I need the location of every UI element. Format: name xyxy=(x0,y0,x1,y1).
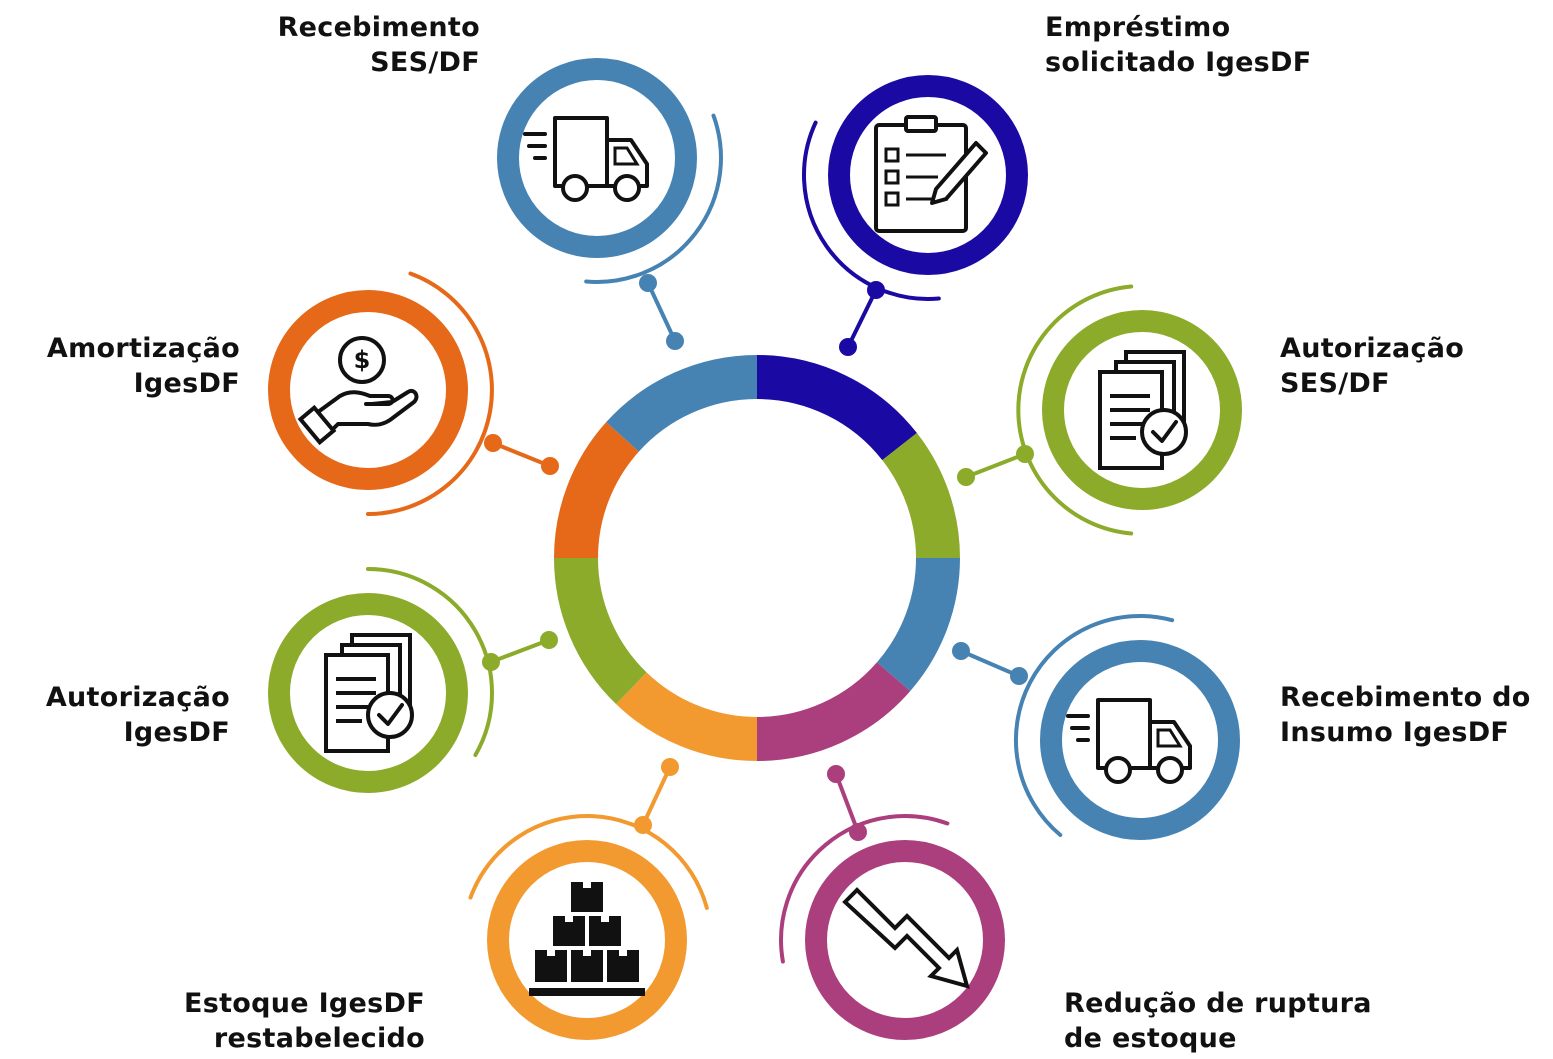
step-label-line2: IgesDF xyxy=(123,717,230,748)
ring-segment xyxy=(876,557,960,692)
step-label-line2: restabelecido xyxy=(213,1023,425,1054)
step-outer-arc xyxy=(366,271,494,516)
step-label-line2: SES/DF xyxy=(370,47,480,78)
connector-line xyxy=(834,773,860,833)
connector-dot xyxy=(839,338,857,356)
step-label-line2: solicitado IgesDF xyxy=(1045,47,1312,78)
step-label-line1: Amortização xyxy=(46,333,240,364)
step-label-line2: SES/DF xyxy=(1280,368,1390,399)
connector-line xyxy=(641,766,672,826)
step-label-recebimento-insumo: Recebimento do Insumo IgesDF xyxy=(1280,680,1531,750)
connector-dot xyxy=(639,274,657,292)
step-label-estoque-restabelecido: Estoque IgesDF restabelecido xyxy=(184,986,425,1056)
step-outer-arc xyxy=(468,814,709,910)
connector-line xyxy=(490,638,550,664)
connector-dot xyxy=(952,642,970,660)
connector-line xyxy=(960,649,1020,678)
connector-line xyxy=(646,282,677,342)
step-disc-recebimento-ses xyxy=(497,58,697,258)
connector-line xyxy=(846,289,878,348)
connector-dot xyxy=(541,457,559,475)
step-label-line1: Recebimento do xyxy=(1280,682,1531,713)
trend-down-arrow-icon xyxy=(842,887,970,989)
ring-segment xyxy=(616,672,758,761)
hand-coin-icon: $ xyxy=(297,336,419,446)
connector-dot xyxy=(957,468,975,486)
step-label-line1: Empréstimo xyxy=(1045,12,1231,43)
ring-segment xyxy=(881,433,960,559)
step-label-autorizacao-igesdf: Autorização IgesDF xyxy=(46,680,230,750)
step-label-reducao-ruptura: Redução de ruptura de estoque xyxy=(1064,986,1372,1056)
step-outer-arc xyxy=(366,567,495,757)
ring-segment xyxy=(756,355,917,461)
ring-segment xyxy=(606,355,758,452)
svg-text:$: $ xyxy=(354,346,371,374)
step-label-amortizacao: Amortização IgesDF xyxy=(47,331,240,401)
ring-segment xyxy=(554,557,647,705)
step-label-line1: Recebimento xyxy=(277,12,480,43)
step-disc-estoque-restabelecido xyxy=(487,840,687,1040)
step-label-line2: de estoque xyxy=(1064,1023,1237,1054)
step-label-line1: Autorização xyxy=(45,682,230,713)
connector-dot xyxy=(484,434,502,452)
connector-dot xyxy=(540,631,558,649)
clipboard-checklist-icon xyxy=(874,115,988,233)
connector-dot xyxy=(661,758,679,776)
step-outer-arc xyxy=(1016,284,1134,536)
step-outer-arc xyxy=(802,120,941,301)
boxes-pallet-icon xyxy=(529,882,645,996)
step-label-autorizacao-ses: Autorização SES/DF xyxy=(1280,331,1464,401)
step-outer-arc xyxy=(779,814,950,964)
connector-line xyxy=(492,441,551,468)
connector-dot xyxy=(666,332,684,350)
step-label-line1: Estoque IgesDF xyxy=(183,988,425,1019)
step-disc-recebimento-insumo xyxy=(1040,640,1240,840)
ring-segment xyxy=(554,422,640,559)
step-disc-amortizacao xyxy=(268,290,468,490)
connector-line xyxy=(965,452,1026,479)
connector-dot xyxy=(827,765,845,783)
step-outer-arc xyxy=(1013,614,1175,837)
step-label-recebimento-ses: Recebimento SES/DF xyxy=(278,10,480,80)
step-label-emprestimo: Empréstimo solicitado IgesDF xyxy=(1045,10,1312,80)
step-outer-arc xyxy=(584,113,723,284)
step-label-line2: Insumo IgesDF xyxy=(1280,717,1510,748)
ring-segment xyxy=(756,661,911,761)
step-label-line2: IgesDF xyxy=(133,368,240,399)
step-label-line1: Autorização xyxy=(1280,333,1465,364)
step-label-line1: Redução de ruptura xyxy=(1064,988,1372,1019)
connector-dot xyxy=(1010,667,1028,685)
